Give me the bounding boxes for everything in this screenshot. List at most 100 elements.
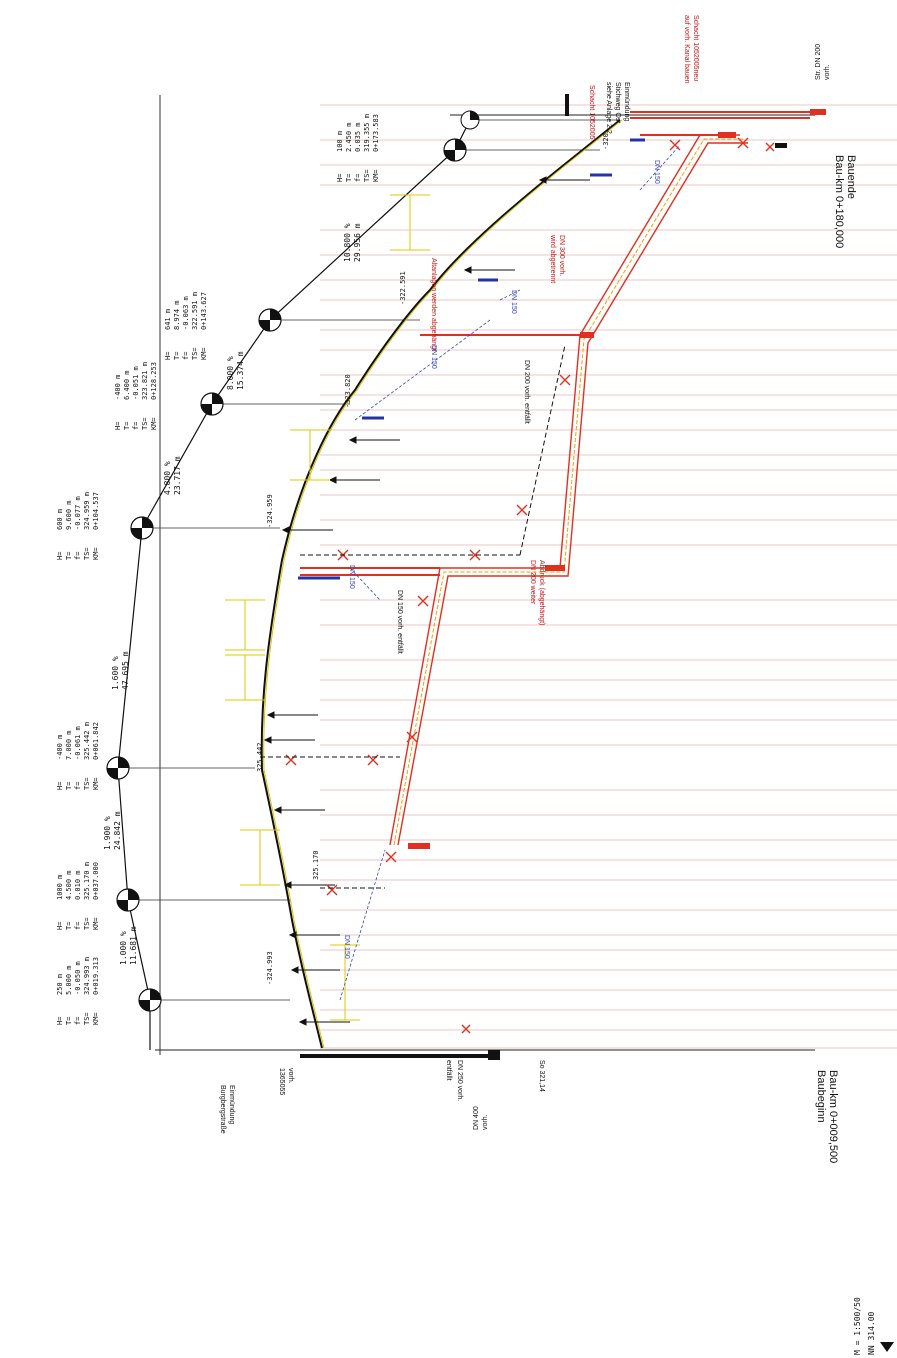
bauende-label: Bauende (845, 155, 857, 199)
str-dn200-label: Str. DN 200 (815, 44, 822, 80)
vc-key: f= (74, 552, 82, 560)
vc4-TS: 323.821 m (141, 362, 149, 400)
vc-key: KM= (200, 347, 208, 360)
vc-marker-3 (130, 516, 154, 540)
vc-key: TS= (83, 547, 91, 560)
vc-drop-lines (118, 119, 620, 1001)
vc0-H: 250 m (56, 974, 64, 995)
vc-key: T= (65, 1017, 73, 1025)
vc-key: TS= (141, 417, 149, 430)
vc2-f: -0.061 m (74, 726, 82, 760)
profile-arrows (263, 176, 590, 1026)
vc-key: f= (74, 782, 82, 790)
scale-m-label: M = 1:500/50 (853, 1297, 862, 1355)
stichweg-label: Stichweg Ost (614, 82, 621, 123)
end-pipe-black (565, 94, 569, 116)
elev-label-5: -323.820 (344, 374, 352, 408)
vc-key: TS= (363, 169, 371, 182)
vc-key: TS= (191, 347, 199, 360)
vc-marker-5 (258, 308, 282, 332)
vc3-H: 600 m (56, 509, 64, 530)
bau-km-end: Bau-km 0+180,000 (833, 155, 845, 248)
vc-key: T= (345, 174, 353, 182)
datum-triangle (880, 1342, 894, 1352)
vc-block-3: H=600 m T=9.600 m f=-0.077 m TS=324.959 … (56, 492, 100, 560)
dn150-entfaellt-label: DN 150 vorh. entfällt (396, 590, 403, 654)
scale-nn-label: NN 314.00 (867, 1311, 876, 1355)
baubeginn-label: Baubeginn (815, 1070, 827, 1123)
vc-key: T= (65, 782, 73, 790)
vc3-TS: 324.959 m (83, 492, 91, 530)
elev-label-2: 325.170 (312, 850, 320, 880)
vc5-TS: 322.591 m (191, 292, 199, 330)
vc1-KM: 0+037.000 (92, 862, 100, 900)
elev-label-7: -320 (602, 133, 610, 150)
vc-marker-6 (443, 138, 467, 162)
abdruck-label-1: Abdruck (abgehängt) (538, 560, 545, 625)
vc-marker-0 (138, 988, 162, 1012)
siehe-anlage-label: siehe Anlage 2.2 (605, 82, 612, 134)
dn400-label: DN 400 (473, 1106, 480, 1130)
schacht-neu-label-2: auf vorh. Kanal bauen (683, 15, 690, 84)
vc-marker-4 (200, 392, 224, 416)
elev-label-4: -324.959 (266, 494, 274, 528)
vc6-H: 100 m (336, 131, 344, 152)
str-vorh-label: vorh. (824, 64, 831, 80)
vc-block-4: H=-400 m T=6.400 m f=-0.051 m TS=323.821… (114, 362, 158, 430)
vc5-T: 8.974 m (173, 300, 181, 330)
vc-key: KM= (92, 547, 100, 560)
bau-km-start: Bau-km 0+009,500 (827, 1070, 839, 1163)
vc6-T: 2.450 m (345, 122, 353, 152)
vc-key: KM= (92, 1012, 100, 1025)
vc-key: H= (164, 352, 172, 360)
so-321-label: So 321,14 (538, 1060, 545, 1092)
wird-abgetrennt-label: wird abgetrennt (549, 234, 556, 283)
vc2-KM: 0+061.842 (92, 722, 100, 760)
vc2-TS: 325.442 m (83, 722, 91, 760)
grade-1-len: 24.842 m (113, 811, 122, 850)
elev-label-6: -322.591 (399, 271, 407, 305)
vc-markers (106, 110, 480, 1012)
sewer-lines-red (389, 134, 748, 846)
vc-key: f= (182, 352, 190, 360)
grade-4-pct: 8.000 % (226, 356, 235, 390)
dn150-label-1: DN 150 (343, 935, 350, 959)
vc1-f: 0.010 m (74, 870, 82, 900)
vc-key: H= (56, 782, 64, 790)
vc-block-5: H=641 m T=8.974 m f=-0.063 m TS=322.591 … (164, 292, 208, 360)
vc5-KM: 0+143.627 (200, 292, 208, 330)
vc6-TS: 319.355 m (363, 114, 371, 152)
grade-0-pct: 1.000 % (119, 931, 128, 965)
dn200-entfaellt-label: DN 200 vorh. entfällt (523, 360, 530, 424)
road-surface-yellow (263, 119, 623, 1049)
vc-marker-1 (116, 888, 140, 912)
dn250-label: DN 250 vorh. (456, 1060, 463, 1101)
abdruck-label-2: DN 200 weiter (529, 560, 536, 605)
elev-label-1: -324.993 (266, 951, 274, 985)
grade-3-len: 23.717 m (173, 456, 182, 495)
vc-key: KM= (92, 777, 100, 790)
scale-block: M = 1:500/50 NN 314.00 (853, 1297, 894, 1355)
entfaellt-label: entfällt (445, 1060, 452, 1081)
dn150-label-3: DN 150 (430, 345, 437, 369)
schacht-neu-label-1: Schacht 1052005neu (692, 15, 699, 81)
vc-key: H= (56, 552, 64, 560)
grade-3-pct: 4.800 % (163, 461, 172, 495)
vc-key: T= (173, 352, 181, 360)
dn400-vorh-label: vorh. (482, 1114, 489, 1130)
road-surface-profile (260, 119, 621, 1049)
vc-marker-2 (106, 756, 130, 780)
grade-5-pct: 10.800 % (343, 223, 352, 262)
schacht-1365055-label: 1365055 (278, 1068, 285, 1095)
vc-key: f= (354, 174, 362, 182)
vc-key: KM= (92, 917, 100, 930)
schacht-vorh-label: vorh. (287, 1068, 294, 1084)
vc-key: f= (74, 1017, 82, 1025)
vc-key: f= (74, 922, 82, 930)
vc4-T: 6.400 m (123, 370, 131, 400)
vc1-T: 4.500 m (65, 870, 73, 900)
altanlagen-label: Altanlagen werden abgehängt (430, 258, 437, 351)
vc-key: H= (56, 922, 64, 930)
vc-key: T= (65, 552, 73, 560)
